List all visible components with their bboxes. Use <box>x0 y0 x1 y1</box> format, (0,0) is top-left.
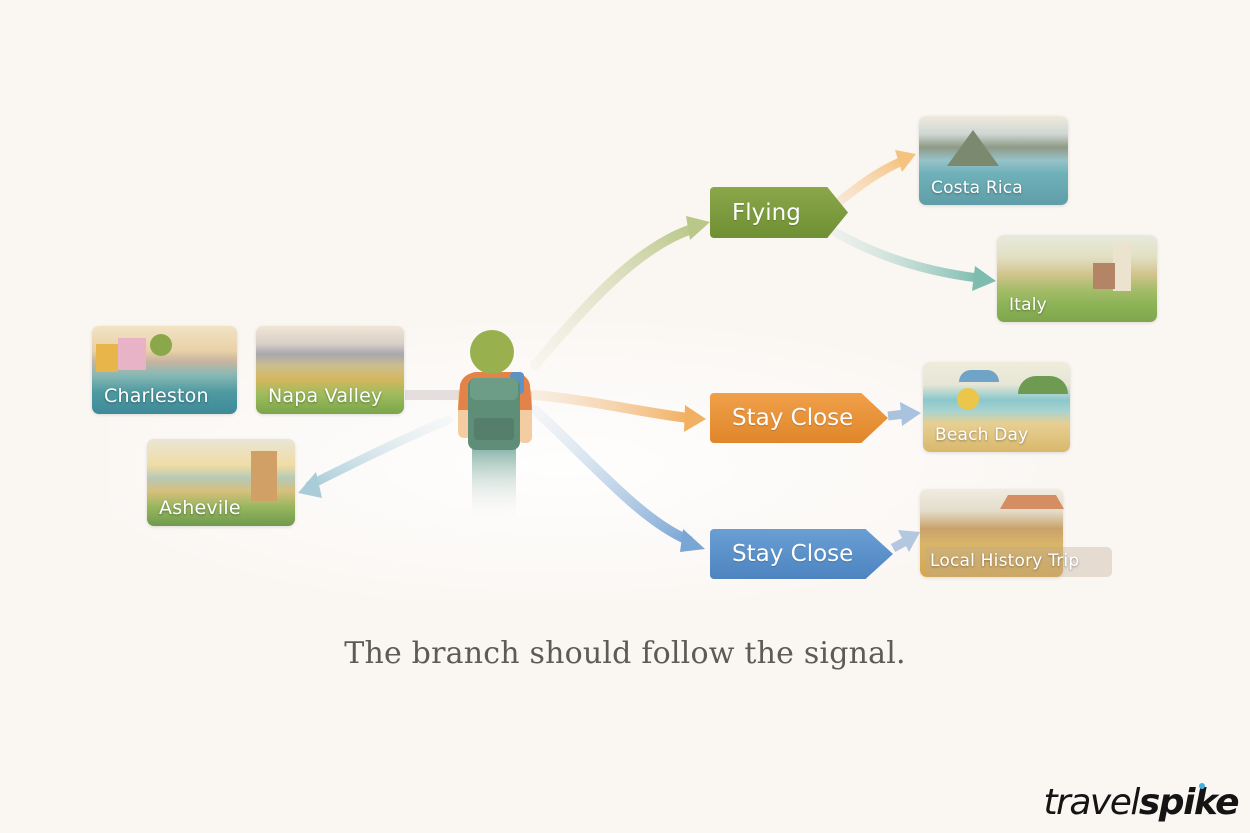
branch-stay-close-blue-label: Stay Close <box>732 541 854 567</box>
label-beach-day: Beach Day <box>935 425 1029 445</box>
card-italy[interactable]: Italy <box>997 235 1157 322</box>
label-overlay <box>926 547 1112 577</box>
arrow-to-flying <box>530 216 710 370</box>
italy-tower <box>1113 243 1131 291</box>
label-napa-valley: Napa Valley <box>268 385 383 407</box>
branch-flying[interactable]: Flying <box>710 187 848 238</box>
beach-ball <box>957 388 979 410</box>
label-asheville: Ashevile <box>159 497 241 519</box>
brand-logo-bold: spike <box>1138 782 1240 823</box>
branch-stay-close-orange[interactable]: Stay Close <box>710 393 888 443</box>
card-beach-day[interactable]: Beach Day <box>923 362 1070 452</box>
napa-illustration <box>256 326 404 414</box>
arrow-to-stay-close-orange <box>530 390 706 432</box>
italy-house <box>1093 263 1115 289</box>
card-asheville[interactable]: Ashevile <box>147 439 295 526</box>
logo-accent-dot <box>1199 783 1205 789</box>
label-costa-rica: Costa Rica <box>931 178 1023 198</box>
arrow-to-local-history <box>890 530 920 552</box>
card-costa-rica[interactable]: Costa Rica <box>919 116 1068 205</box>
label-italy: Italy <box>1009 295 1047 315</box>
arrow-to-asheville <box>298 415 453 498</box>
tree <box>150 334 172 356</box>
pavilion-roof <box>1000 495 1064 509</box>
island <box>1018 376 1068 394</box>
brand-logo: travelspike <box>1043 782 1240 823</box>
head <box>470 330 514 374</box>
brand-logo-light: travel <box>1043 782 1140 823</box>
arrow-to-stay-close-blue <box>530 405 705 552</box>
arrow-to-beach-day <box>887 402 921 426</box>
card-local-history-trip[interactable]: Local History Trip <box>920 489 1112 577</box>
label-local-history-trip: Local History Trip <box>930 551 1080 571</box>
diagram-caption: The branch should follow the signal. <box>344 636 906 671</box>
card-charleston[interactable]: Charleston <box>92 326 237 414</box>
branch-stay-close-blue[interactable]: Stay Close <box>710 529 893 579</box>
mountain <box>947 130 999 166</box>
branch-flying-label: Flying <box>732 199 801 226</box>
label-charleston: Charleston <box>104 385 209 407</box>
traveler-figure <box>458 330 532 520</box>
pink-house <box>118 338 146 370</box>
arrow-to-italy <box>830 227 996 291</box>
yellow-house <box>96 344 118 372</box>
branch-stay-close-orange-label: Stay Close <box>732 405 854 431</box>
tower <box>251 451 277 501</box>
umbrella <box>959 370 999 382</box>
arrow-to-costa-rica <box>830 150 916 210</box>
card-napa-valley[interactable]: Napa Valley <box>256 326 404 414</box>
